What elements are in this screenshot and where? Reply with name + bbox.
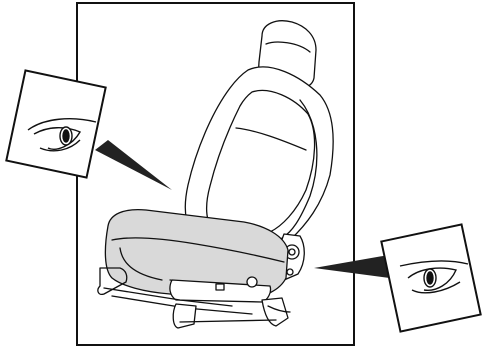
side-switch xyxy=(216,284,224,290)
view-callout-left xyxy=(6,70,105,177)
view-callout-right xyxy=(381,224,480,331)
rail-leg-front xyxy=(173,304,196,328)
side-lever xyxy=(247,277,257,287)
recliner-bolt xyxy=(287,269,293,275)
recliner-knob-center xyxy=(289,249,295,255)
